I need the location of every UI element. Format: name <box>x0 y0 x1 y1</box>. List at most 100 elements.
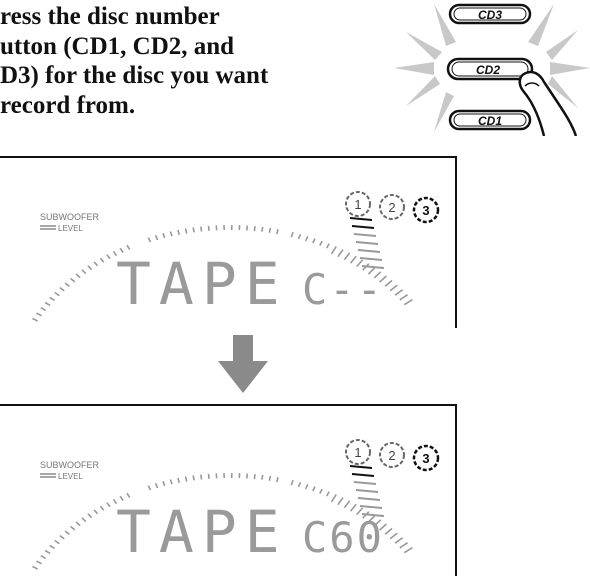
level-meter-tick <box>275 476 279 483</box>
level-meter <box>32 217 413 322</box>
lcd-display-svg: SUBWOOFER LEVEL 1 2 3 TAPE C-- <box>0 156 457 328</box>
disc-buttons-svg: CD3 CD2 CD1 <box>394 3 590 137</box>
cd3-button[interactable]: CD3 <box>448 3 532 25</box>
svg-text:1: 1 <box>354 445 361 460</box>
level-meter-bar <box>351 225 375 229</box>
level-meter-tick <box>343 252 351 261</box>
level-meter-tick <box>394 537 404 544</box>
level-meter-tick <box>325 491 330 497</box>
level-meter-tick <box>312 238 316 244</box>
level-meter-tick <box>319 488 323 494</box>
level-meter-tick <box>162 233 166 239</box>
level-meter-tick <box>384 279 393 287</box>
level-meter-tick <box>268 227 272 233</box>
level-meter-tick <box>394 289 404 296</box>
level-meter-tick <box>192 227 195 233</box>
cd3-button-label: CD3 <box>478 8 502 22</box>
level-meter-tick <box>384 527 393 535</box>
level-meter-tick <box>373 271 382 279</box>
instruction-line: ress the disc number <box>0 3 220 30</box>
instruction-line: utton (CD1, CD2, and <box>0 32 235 60</box>
level-meter-tick <box>304 235 309 242</box>
level-meter-tick <box>154 234 159 241</box>
svg-text:3: 3 <box>422 203 429 218</box>
disc-indicator-3: 3 <box>412 196 440 224</box>
level-meter-tick <box>319 240 323 246</box>
level-meter-tick <box>87 265 93 271</box>
level-meter-tick <box>356 259 364 268</box>
level-meter-tick <box>356 507 364 516</box>
level-meter-tick <box>69 525 76 531</box>
level-meter-tick <box>49 544 56 550</box>
level-meter-tick <box>147 237 152 243</box>
svg-text:LEVEL: LEVEL <box>58 472 83 481</box>
cd2-button-label: CD2 <box>476 63 500 77</box>
level-meter-bar <box>361 265 385 269</box>
level-meter-tick <box>246 473 249 479</box>
level-meter-tick <box>399 294 409 301</box>
level-meter-tick <box>87 513 93 519</box>
svg-text:SUBWOOFER: SUBWOOFER <box>40 212 100 222</box>
level-meter-tick <box>389 532 398 540</box>
level-meter-tick <box>253 474 256 480</box>
level-meter-tick <box>40 555 47 560</box>
level-meter-tick <box>154 482 159 489</box>
level-meter-tick <box>54 291 60 297</box>
level-meter-tick <box>304 483 309 490</box>
level-meter-tick <box>367 515 376 523</box>
display-before: SUBWOOFER LEVEL 1 2 3 TAPE C-- <box>0 152 460 330</box>
level-meter-tick <box>200 474 203 480</box>
level-meter-tick <box>93 509 99 515</box>
cd1-button[interactable]: CD1 <box>448 109 532 131</box>
level-meter-bar <box>357 497 381 501</box>
level-meter-tick <box>246 225 249 231</box>
level-meter-tick <box>75 273 81 279</box>
level-meter-tick <box>93 261 99 267</box>
level-meter-tick <box>330 246 337 255</box>
subwoofer-level-label: SUBWOOFER LEVEL <box>40 460 100 481</box>
level-meter-tick <box>59 286 65 292</box>
level-meter-tick <box>112 250 118 257</box>
cd2-button[interactable]: CD2 <box>446 57 534 81</box>
level-meter-tick <box>36 312 42 317</box>
level-meter-tick <box>349 255 357 264</box>
level-meter-tick <box>367 267 376 275</box>
lcd-display-svg: SUBWOOFER LEVEL 1 2 3 TAPE C60 <box>0 404 457 576</box>
level-meter-tick <box>99 257 105 263</box>
level-meter-tick <box>32 565 39 570</box>
level-meter-tick <box>64 530 70 535</box>
level-meter-bar <box>355 489 379 493</box>
instruction-line: D3) for the disc you want <box>0 62 269 89</box>
level-meter-tick <box>297 233 302 240</box>
level-meter-tick <box>49 296 56 302</box>
svg-text:3: 3 <box>422 451 429 466</box>
level-meter-tick <box>399 542 409 549</box>
level-meter-tick <box>106 502 111 508</box>
subwoofer-level-label: SUBWOOFER LEVEL <box>40 212 100 233</box>
level-meter-tick <box>162 481 166 487</box>
level-meter-tick <box>337 497 344 506</box>
level-meter-tick <box>126 244 131 251</box>
svg-text:2: 2 <box>388 448 395 463</box>
level-meter-tick <box>349 503 357 512</box>
level-meter-tick <box>337 249 344 258</box>
level-meter-bar <box>355 241 379 245</box>
level-meter-bar <box>359 505 383 509</box>
svg-text:LEVEL: LEVEL <box>58 224 83 233</box>
level-meter-tick <box>32 317 39 322</box>
level-meter-bar <box>353 233 377 237</box>
level-meter-tick <box>147 485 152 491</box>
level-meter-tick <box>192 475 195 481</box>
level-meter-tick <box>330 494 337 503</box>
level-meter-tick <box>389 284 398 292</box>
level-meter <box>32 465 413 570</box>
disc-indicators: 1 2 3 <box>345 439 440 472</box>
display-after: SUBWOOFER LEVEL 1 2 3 TAPE C60 <box>0 400 460 578</box>
level-meter-bar <box>361 513 385 517</box>
level-meter-tick <box>403 299 413 306</box>
level-meter-tick <box>312 486 316 492</box>
level-meter-tick <box>379 523 388 531</box>
level-meter-tick <box>54 539 60 545</box>
disc-buttons-illustration: CD3 CD2 CD1 <box>394 0 590 141</box>
level-meter-tick <box>268 475 272 481</box>
